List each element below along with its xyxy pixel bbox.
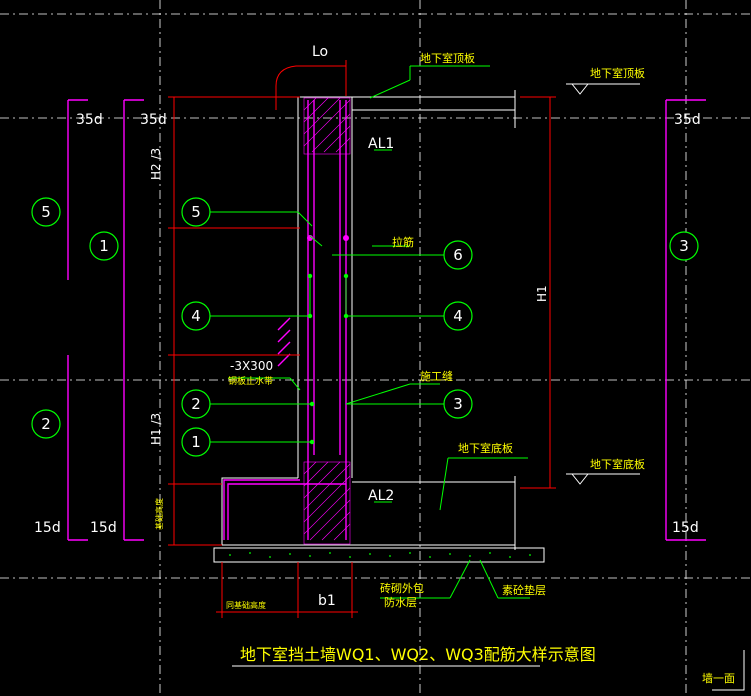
bar-num-3a: 3 — [679, 237, 689, 255]
label-brick-wall: 砖砌外包 — [380, 581, 424, 595]
label-floor-slab-1: 地下室底板 — [458, 441, 513, 455]
label-floor-slab-2: 地下室底板 — [590, 457, 645, 471]
dim-lo: Lo — [312, 44, 328, 60]
rebar — [67, 99, 706, 541]
bar-callout-2b — [181, 389, 211, 419]
label-waterproof: 防水层 — [384, 595, 417, 609]
dim-h1: H1 — [535, 285, 549, 302]
bar-num-6: 6 — [453, 246, 463, 264]
annotation-text: 地下室顶板 地下室顶板 拉筋 -3X300 钢板止水带 施工缝 地下室底板 地下… — [154, 51, 735, 685]
dim-15d-left: 15d — [34, 520, 61, 536]
bar-num-5a: 5 — [41, 203, 51, 221]
dimension-text: 35d 35d 35d 15d 15d 15d Lo b1 AL1 AL2 H2… — [34, 44, 701, 609]
drawing-title: 地下室挡土墙WQ1、WQ2、WQ3配筋大样示意图 — [240, 645, 596, 664]
bar-num-1a: 1 — [99, 237, 109, 255]
bar-dots — [307, 273, 349, 445]
bar-numbers: 5 1 2 3 5 4 2 1 6 4 3 — [41, 203, 689, 451]
bar-num-4b: 4 — [453, 307, 463, 325]
dim-35d-right: 35d — [674, 112, 701, 128]
label-base: 基础高度 — [154, 498, 164, 530]
dim-35d-left: 35d — [76, 112, 103, 128]
cushion-hatch — [229, 552, 531, 558]
label-roof-slab-1: 地下室顶板 — [420, 51, 475, 65]
label-tie-bar: 拉筋 — [392, 235, 414, 249]
dim-h2-3: H2 /3 — [149, 148, 163, 180]
al-hatching — [303, 97, 351, 545]
dim-15d-right: 15d — [672, 520, 699, 536]
label-steel-plate: 钢板止水带 — [228, 375, 273, 387]
bar-callout-1a — [89, 231, 119, 261]
label-roof-slab-2: 地下室顶板 — [590, 66, 645, 80]
beam-al2: AL2 — [368, 488, 394, 504]
dim-b1: b1 — [318, 593, 336, 609]
slab-lines — [213, 90, 545, 563]
bar-num-3b: 3 — [453, 395, 463, 413]
bar-callout-4b — [443, 301, 473, 331]
label-foot: 同基础高度 — [226, 600, 266, 610]
beam-al1: AL1 — [368, 136, 394, 152]
bar-num-2a: 2 — [41, 415, 51, 433]
dim-h1-3: H1 /3 — [149, 413, 163, 445]
bar-num-2b: 2 — [191, 395, 201, 413]
bar-callout-2a — [31, 409, 61, 439]
bar-callout-4a — [181, 301, 211, 331]
leader-lines — [210, 65, 530, 599]
bar-callout-3b — [443, 389, 473, 419]
bar-callout-5b — [181, 197, 211, 227]
bar-num-5b: 5 — [191, 203, 201, 221]
dim-15d-mid: 15d — [90, 520, 117, 536]
bar-callout-1b — [181, 427, 211, 457]
label-cushion: 素砼垫层 — [502, 583, 546, 597]
bar-callout-5a — [31, 197, 61, 227]
bar-callout-6 — [443, 240, 473, 270]
dimension-lines — [168, 60, 556, 618]
bar-callout-3a — [669, 231, 699, 261]
label-corner: 墙一面 — [702, 671, 735, 685]
label-plate-dim: -3X300 — [230, 359, 273, 373]
bar-callouts — [31, 197, 699, 457]
dim-35d-mid: 35d — [140, 112, 167, 128]
elevation-symbols — [566, 83, 745, 691]
bar-num-4a: 4 — [191, 307, 201, 325]
tie-bar-marks — [307, 235, 349, 241]
label-construction-joint: 施工缝 — [420, 369, 453, 383]
bar-num-1b: 1 — [191, 433, 201, 451]
